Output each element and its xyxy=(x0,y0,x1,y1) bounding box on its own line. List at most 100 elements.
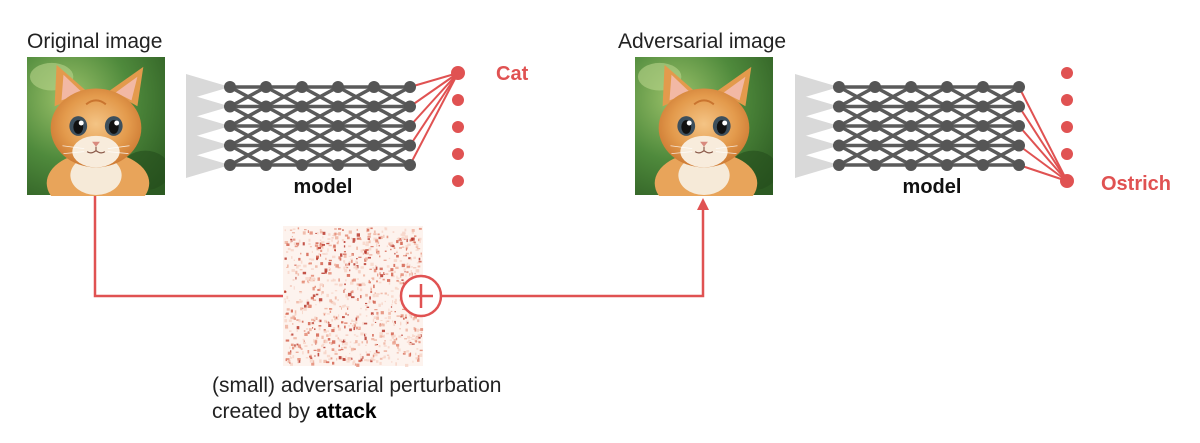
noise-speck xyxy=(334,351,336,353)
noise-speck xyxy=(347,314,348,315)
noise-speck xyxy=(421,254,423,257)
noise-speck xyxy=(344,255,347,258)
noise-speck xyxy=(318,278,321,281)
noise-speck xyxy=(395,267,398,269)
noise-speck xyxy=(373,294,376,298)
noise-speck xyxy=(412,273,413,276)
noise-speck xyxy=(387,294,389,296)
noise-speck xyxy=(396,278,399,279)
noise-speck xyxy=(406,253,409,255)
noise-speck xyxy=(411,339,415,341)
noise-speck xyxy=(300,301,303,303)
noise-speck xyxy=(379,282,382,284)
noise-speck xyxy=(387,246,388,248)
noise-speck xyxy=(366,351,367,353)
noise-speck xyxy=(418,334,421,337)
network-node xyxy=(296,81,308,93)
noise-speck xyxy=(325,271,327,274)
noise-speck xyxy=(348,359,351,361)
noise-speck xyxy=(356,327,358,330)
noise-speck xyxy=(404,239,406,240)
noise-speck xyxy=(352,290,354,293)
network-node xyxy=(1013,101,1025,113)
noise-speck xyxy=(321,345,324,348)
network-node xyxy=(260,101,272,113)
noise-speck xyxy=(379,345,381,347)
noise-speck xyxy=(338,339,341,341)
noise-speck xyxy=(396,280,398,282)
noise-speck xyxy=(307,280,308,282)
perturbation-caption-line2: created by attack xyxy=(212,400,377,423)
noise-speck xyxy=(314,328,316,330)
noise-speck xyxy=(301,348,303,349)
noise-speck xyxy=(329,322,330,324)
noise-speck xyxy=(356,336,358,337)
network-node xyxy=(905,159,917,171)
network-node xyxy=(833,120,845,132)
noise-speck xyxy=(334,228,337,229)
noise-speck xyxy=(369,269,372,270)
noise-speck xyxy=(344,326,346,329)
noise-speck xyxy=(314,350,317,351)
noise-speck xyxy=(320,283,323,286)
noise-speck xyxy=(400,260,403,261)
noise-speck xyxy=(308,230,309,233)
noise-speck xyxy=(358,299,359,301)
noise-speck xyxy=(303,308,306,311)
noise-speck xyxy=(332,302,335,304)
noise-speck xyxy=(293,239,295,241)
noise-speck xyxy=(402,234,406,237)
noise-speck xyxy=(329,260,332,261)
noise-speck xyxy=(308,243,310,245)
noise-speck xyxy=(300,269,303,270)
noise-speck xyxy=(338,256,340,259)
noise-speck xyxy=(383,342,385,344)
noise-speck xyxy=(370,291,372,293)
noise-speck xyxy=(325,340,328,343)
noise-speck xyxy=(351,238,352,240)
network-node xyxy=(833,101,845,113)
noise-speck xyxy=(329,245,332,247)
noise-speck xyxy=(345,235,348,237)
noise-speck xyxy=(292,347,294,350)
noise-speck xyxy=(331,293,333,294)
noise-speck xyxy=(350,323,351,324)
noise-speck xyxy=(379,256,380,258)
noise-speck xyxy=(409,273,411,275)
noise-speck xyxy=(355,321,357,324)
noise-speck xyxy=(329,333,331,336)
noise-speck xyxy=(319,325,322,327)
noise-speck xyxy=(391,242,393,246)
noise-speck xyxy=(350,346,351,348)
noise-speck xyxy=(412,238,415,241)
adversarial-cat-photo-icon xyxy=(635,57,778,215)
network-node xyxy=(332,159,344,171)
noise-speck xyxy=(380,274,383,277)
noise-speck xyxy=(335,250,336,252)
noise-speck xyxy=(369,300,371,303)
noise-speck xyxy=(402,233,405,234)
noise-speck xyxy=(420,350,423,351)
noise-speck xyxy=(407,322,409,323)
noise-speck xyxy=(395,362,397,365)
noise-speck xyxy=(294,317,296,320)
noise-speck xyxy=(308,305,311,308)
noise-speck xyxy=(415,340,417,342)
noise-speck xyxy=(367,227,370,229)
noise-speck xyxy=(359,284,362,287)
noise-speck xyxy=(365,305,368,306)
noise-speck xyxy=(291,310,293,313)
network-node xyxy=(404,159,416,171)
noise-speck xyxy=(385,340,386,341)
noise-speck xyxy=(365,333,367,335)
noise-speck xyxy=(347,361,350,363)
noise-speck xyxy=(320,254,321,257)
noise-speck xyxy=(375,322,376,323)
noise-speck xyxy=(306,253,308,256)
noise-speck xyxy=(316,294,318,296)
noise-speck xyxy=(295,271,297,274)
noise-speck xyxy=(417,329,419,332)
network-node xyxy=(260,159,272,171)
noise-speck xyxy=(338,314,339,317)
noise-speck xyxy=(412,361,413,363)
